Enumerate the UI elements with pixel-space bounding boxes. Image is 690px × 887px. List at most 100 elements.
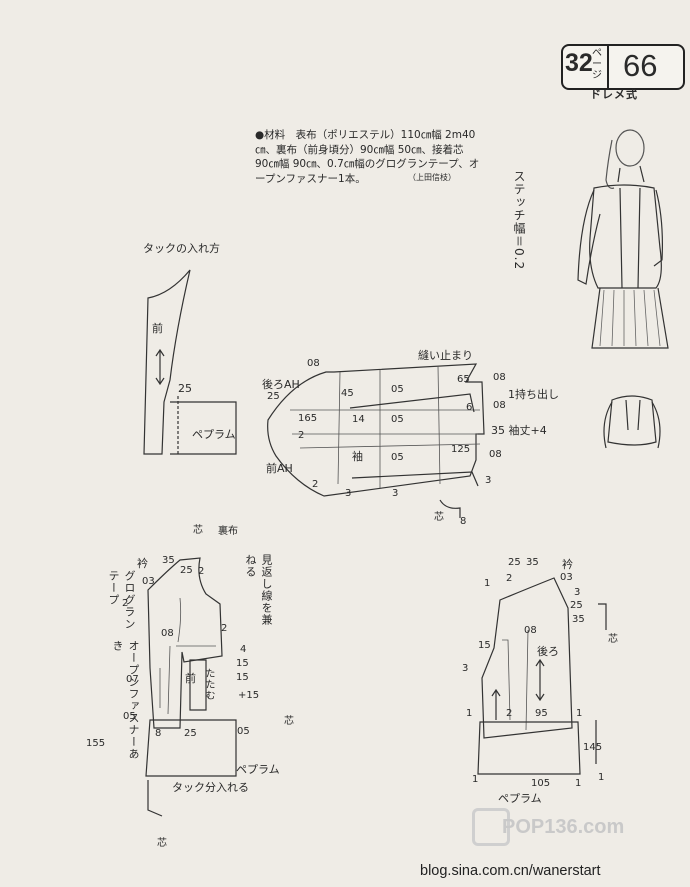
back-dim: 95 — [535, 708, 548, 719]
fashion-illustration — [577, 129, 669, 449]
front-collar-label: 衿 — [137, 557, 148, 570]
tuck-num: 25 — [178, 382, 192, 395]
sleeve-dim: 2 — [312, 479, 319, 490]
back-dim: 1 — [576, 708, 583, 719]
sleeve-dim: 6 — [466, 402, 473, 413]
blog-url: blog.sina.com.cn/wanerstart — [420, 863, 601, 879]
front-dim: 2 — [221, 623, 228, 634]
badge-left-cell: 32 ペ ー ジ — [563, 46, 609, 88]
front-dim: 35 — [162, 555, 175, 566]
front-pattern — [145, 557, 237, 817]
front-armhole-label: 前AH — [266, 462, 293, 475]
front-dim: 15 — [236, 658, 249, 669]
front-dim: 2 — [198, 566, 205, 577]
sleeve-interfacing-label: 芯 — [434, 512, 444, 523]
sleeve-dim: 14 — [352, 414, 365, 425]
back-dim: 35 — [572, 614, 585, 625]
tuck-front-label: 前 — [152, 322, 163, 335]
tuck-peplum-label: ペプラム — [192, 428, 236, 441]
watermark-logo-icon — [472, 808, 510, 846]
back-label: 後ろ — [537, 645, 559, 658]
sleeve-dim: 05 — [391, 452, 404, 463]
sleeve-dim: 08 — [307, 358, 320, 369]
sleeve-pattern — [267, 363, 485, 518]
extension-label: 1持ち出し — [508, 388, 559, 401]
front-interfacing-label: 芯 — [193, 525, 203, 536]
back-dim: 105 — [531, 778, 551, 789]
front-dim: 07 — [126, 674, 139, 685]
front-dim: 03 — [142, 576, 155, 587]
tuck-allowance-label: タック分入れる — [172, 781, 249, 794]
sleeve-dim: 25 — [267, 391, 280, 402]
back-dim: 03 — [560, 572, 573, 583]
front-dim: 25 — [184, 728, 197, 739]
sleeve-dim: 05 — [391, 384, 404, 395]
back-dim: 25 — [570, 600, 583, 611]
back-dim: 1 — [472, 774, 479, 785]
back-dim: 2 — [506, 573, 513, 584]
tuck-diagram — [143, 269, 237, 456]
open-zip-label: オープンファスナーあき — [111, 640, 140, 760]
front-dim: 8 — [155, 728, 162, 739]
front-dim: 05 — [237, 726, 250, 737]
stitch-width-note: ステッチ幅＝0.2 — [512, 170, 526, 271]
back-dim: 3 — [574, 587, 581, 598]
facing-note: 見返し線を兼ねる — [244, 554, 273, 626]
front-dim: 15 — [236, 672, 249, 683]
sleeve-dim: 3 — [485, 475, 492, 486]
front-lining-label: 裏布 — [218, 526, 238, 537]
front-dim: +15 — [238, 690, 260, 701]
back-dim: 1 — [575, 778, 582, 789]
back-dim: 25 — [508, 557, 521, 568]
sleeve-dim: 125 — [451, 444, 471, 455]
sleeve-dim: 08 — [493, 372, 506, 383]
sleeve-dim: 3 — [345, 488, 352, 499]
front-dim: 4 — [240, 644, 247, 655]
back-dim: 3 — [462, 663, 469, 674]
back-dim: 1 — [466, 708, 473, 719]
tuck-title: タックの入れ方 — [143, 242, 220, 255]
front-dim: 25 — [180, 565, 193, 576]
back-peplum-label: ペプラム — [498, 792, 542, 805]
back-dim: 1 — [598, 772, 605, 783]
sleeve-length-label: 35 袖丈+4 — [491, 424, 547, 437]
sleeve-dim: 08 — [493, 400, 506, 411]
front-peplum-label: ペプラム — [236, 763, 280, 776]
front-dim: 155 — [86, 738, 106, 749]
front-dim: 05 — [123, 711, 136, 722]
materials-text: ●材料 表布（ポリエステル）110㎝幅 2m40㎝、裏布（前身頃分）90㎝幅 5… — [255, 129, 480, 185]
sleeve-dim: 2 — [298, 430, 305, 441]
sleeve-dim: 45 — [341, 388, 354, 399]
sleeve-dim: 3 — [392, 488, 399, 499]
grosgrain-tape-label: グログランテープ — [107, 570, 136, 630]
sleeve-dim: 65 — [457, 374, 470, 385]
back-armhole-label: 後ろAH — [262, 378, 300, 391]
front-dim: 2 — [122, 598, 129, 609]
back-dim: 145 — [583, 742, 603, 753]
back-pattern — [477, 577, 607, 775]
back-interfacing-label: 芯 — [608, 634, 618, 645]
sleeve-dim: 05 — [391, 414, 404, 425]
page-number: 32 — [565, 49, 593, 77]
pattern-number: 66 — [623, 48, 658, 83]
back-dim: 35 — [526, 557, 539, 568]
sleeve-dim: 165 — [298, 413, 318, 424]
designer-credit: （上田信枝） — [408, 173, 456, 182]
sleeve-dim: 08 — [489, 449, 502, 460]
back-dim: 2 — [506, 708, 513, 719]
page-number-badge: 32 ペ ー ジ 66 — [561, 44, 685, 90]
watermark: POP136.com — [502, 816, 625, 838]
back-dim: 15 — [478, 640, 491, 651]
sleeve-label: 袖 — [352, 450, 363, 463]
front-dim: 08 — [161, 628, 174, 639]
sleeve-dim: 8 — [460, 516, 467, 527]
front-label: 前 — [185, 672, 196, 685]
fold-label: たたむ — [203, 668, 214, 701]
stitch-stop-label: 縫い止まり — [418, 349, 473, 362]
front-interfacing-label-2: 芯 — [157, 838, 167, 849]
back-dim: 1 — [484, 578, 491, 589]
page-unit: ペ ー ジ — [592, 48, 602, 81]
back-dim: 08 — [524, 625, 537, 636]
method-label: ドレメ式 — [590, 88, 638, 101]
